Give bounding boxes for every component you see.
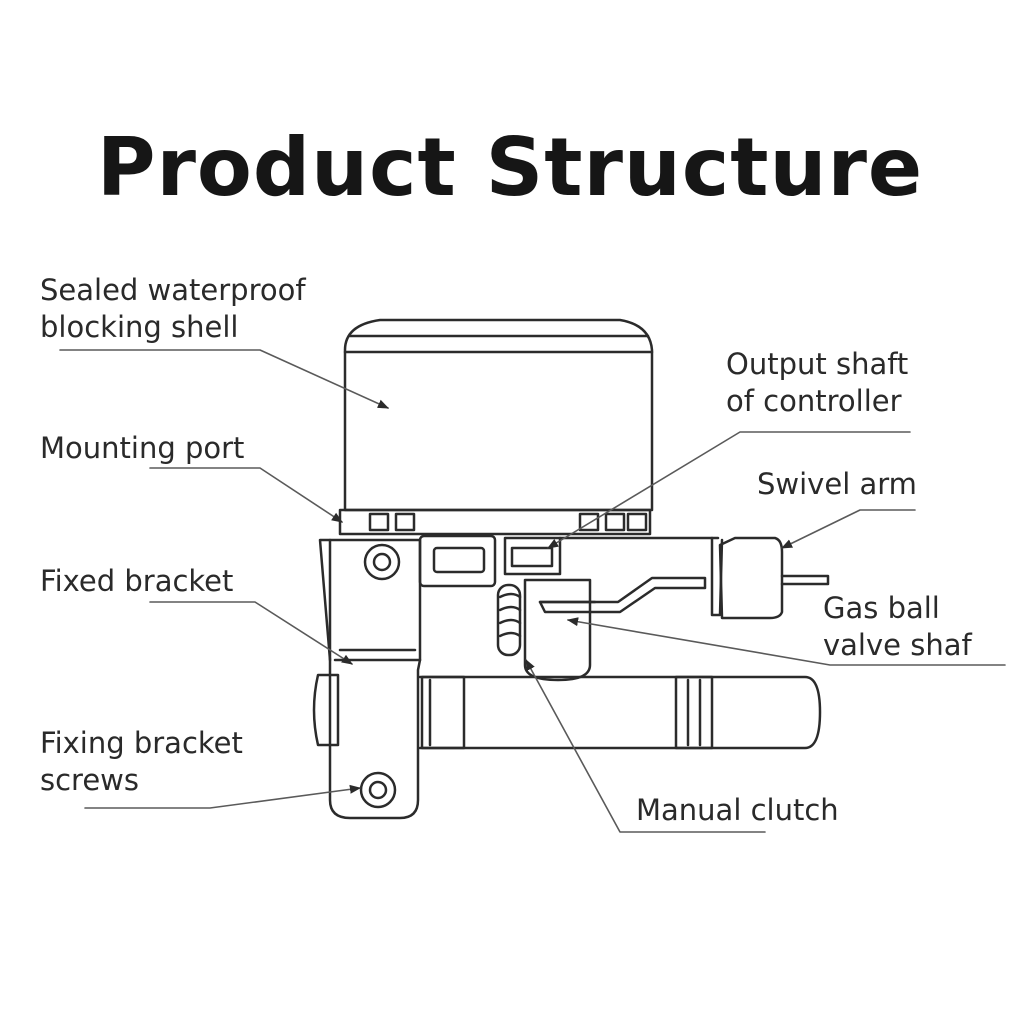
label-fixed-bracket: Fixed bracket [40,564,234,598]
label-mounting-port: Mounting port [40,431,245,465]
label-swivel-arm: Swivel arm [757,467,917,501]
gas-ball-valve-shaft [523,578,597,682]
label-output-shaft: Output shaft of controller [726,347,909,418]
waterproof-shell [343,318,654,512]
label-gas-ball-valve-shaft: Gas ball valve shaf [823,591,972,662]
label-manual-clutch: Manual clutch [636,793,839,827]
page-title: Product Structure [96,121,924,214]
manual-clutch-spring [496,583,522,657]
label-sealed-waterproof-shell: Sealed waterproof blocking shell [40,273,306,344]
label-fixing-bracket-screws: Fixing bracket screws [40,726,243,797]
bracket-screw-bottom [359,771,397,809]
leader-lines [59,349,1006,833]
mounting-base [338,508,652,536]
output-shaft [503,536,562,576]
swivel-arm [538,536,830,620]
bracket-screw-top [363,543,401,581]
pipe [418,675,822,750]
